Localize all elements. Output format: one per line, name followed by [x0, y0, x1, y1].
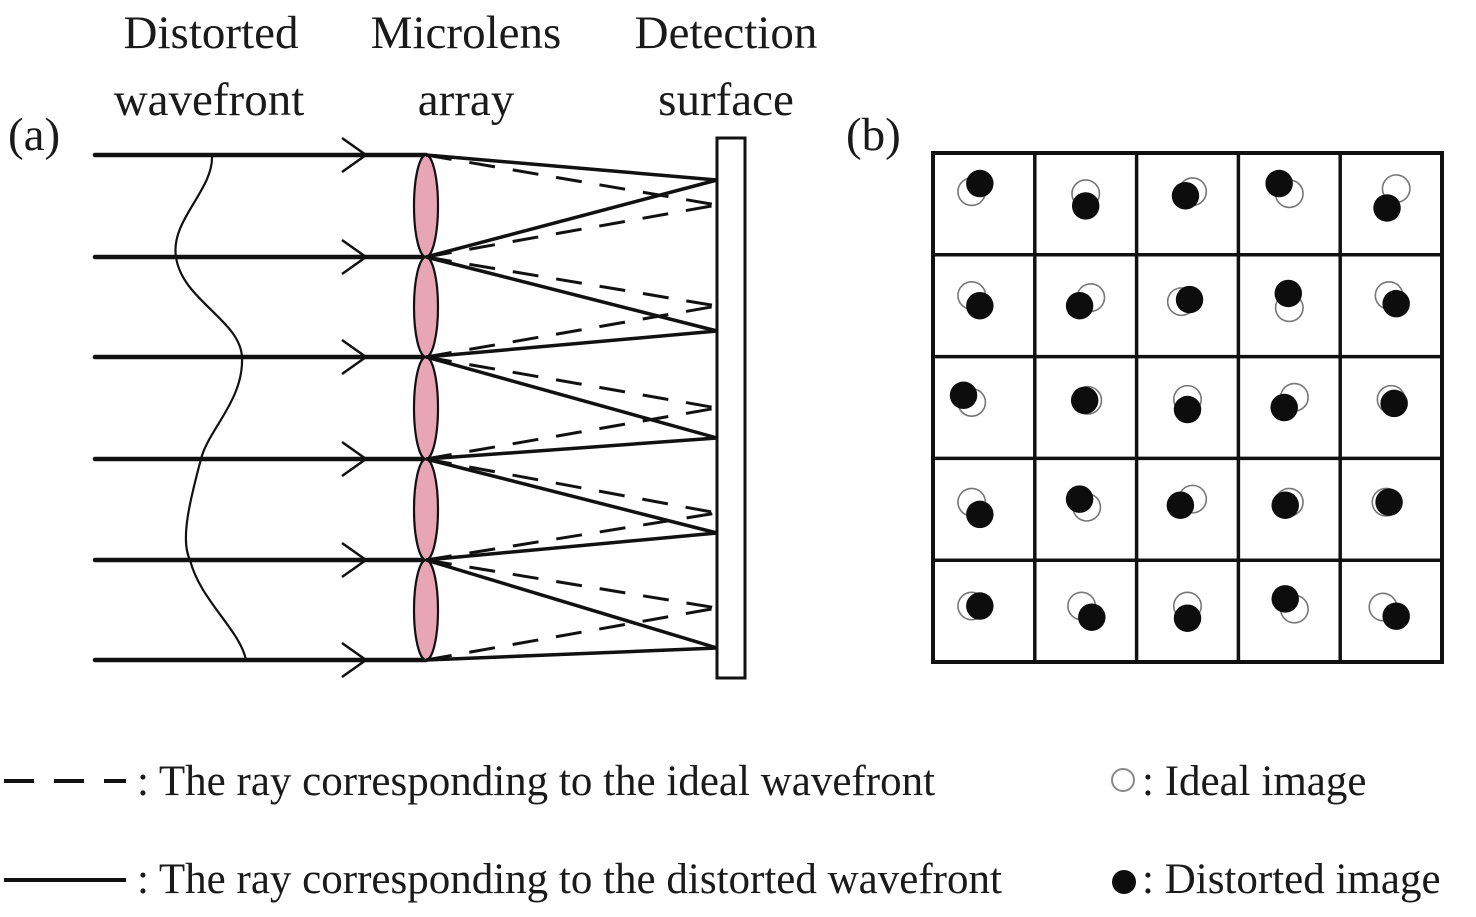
- distorted-ray: [425, 531, 718, 562]
- heading-array: array: [417, 74, 515, 126]
- legend-marks: [4, 768, 1136, 894]
- ray-arrowhead-icon: [341, 541, 369, 579]
- ideal-ray: [425, 457, 718, 515]
- legend-dashed-label: : The ray corresponding to the ideal wav…: [137, 758, 936, 805]
- distorted-ray: [425, 436, 718, 461]
- distorted-ray: [425, 329, 718, 359]
- distorted-wavefront-curve: [174, 154, 248, 661]
- legend-distorted-label: : Distorted image: [1142, 856, 1441, 903]
- distorted-spot: [1173, 395, 1202, 424]
- distorted-spot: [1382, 289, 1410, 318]
- distorted-spot: [1274, 279, 1303, 308]
- distorted-spot: [1078, 603, 1106, 631]
- distorted-spot: [966, 291, 994, 320]
- distorted-spot: [1375, 488, 1403, 516]
- panel-b-spot-grid: [931, 151, 1444, 664]
- ray-arrowhead-icon: [341, 440, 369, 478]
- microlens: [412, 558, 440, 662]
- microlens: [412, 355, 440, 461]
- legend-ideal-spot-icon: [1111, 768, 1135, 792]
- distorted-spot: [1270, 393, 1298, 422]
- ideal-ray: [425, 511, 718, 562]
- distorted-spot: [1382, 602, 1410, 630]
- heading-detection: Detection: [634, 7, 818, 59]
- ideal-ray: [425, 355, 718, 410]
- ideal-ray: [425, 203, 718, 259]
- distorted-spot: [1380, 389, 1408, 418]
- panel-a-shack-hartmann-optics: [92, 136, 747, 680]
- distorted-ray: [425, 646, 718, 662]
- distorted-ray: [425, 355, 718, 440]
- microlens: [412, 255, 440, 359]
- detection-surface: [715, 136, 747, 680]
- ray-arrowhead-icon: [341, 238, 369, 276]
- distorted-spot: [966, 592, 994, 620]
- ideal-ray: [425, 606, 718, 662]
- ray-arrowhead-icon: [341, 338, 369, 376]
- microlens: [412, 457, 440, 562]
- distorted-spot: [1171, 182, 1200, 210]
- legend-ideal-label: : Ideal image: [1142, 758, 1367, 805]
- panel-b-label: (b): [846, 109, 901, 161]
- distorted-spot: [1070, 386, 1099, 415]
- distorted-spot: [1175, 285, 1204, 314]
- distorted-spot: [1166, 491, 1195, 519]
- microlens: [412, 153, 440, 259]
- ideal-ray: [425, 406, 718, 461]
- heading-surface: surface: [658, 74, 794, 126]
- distorted-ray: [425, 255, 718, 333]
- distorted-spot: [1173, 604, 1202, 632]
- heading-microlens: Microlens: [370, 7, 562, 59]
- ideal-ray: [425, 304, 718, 359]
- distorted-spot: [1271, 491, 1299, 519]
- ideal-ray: [425, 255, 718, 308]
- ray-arrowhead-icon: [341, 641, 369, 679]
- distorted-spot: [966, 169, 994, 198]
- ideal-ray: [425, 558, 718, 610]
- ray-arrowhead-icon: [341, 136, 369, 174]
- distorted-spot: [949, 381, 978, 410]
- heading-distorted: Distorted: [123, 7, 299, 59]
- distorted-ray: [425, 558, 718, 650]
- distorted-spot: [1265, 169, 1293, 198]
- distorted-spot: [1373, 194, 1401, 222]
- distorted-ray: [425, 457, 718, 535]
- legend-distorted-spot-icon: [1112, 870, 1136, 894]
- heading-wavefront: wavefront: [113, 74, 305, 126]
- ideal-ray: [425, 153, 718, 207]
- distorted-ray: [425, 153, 718, 182]
- distorted-spot: [1065, 485, 1094, 513]
- legend-solid-label: : The ray corresponding to the distorted…: [137, 856, 1002, 903]
- distorted-ray: [425, 178, 718, 259]
- distorted-spot: [1271, 585, 1299, 613]
- distorted-spot: [1065, 291, 1094, 320]
- distorted-spot: [966, 500, 994, 529]
- distorted-spot: [1071, 192, 1100, 220]
- panel-a-label: (a): [8, 109, 61, 161]
